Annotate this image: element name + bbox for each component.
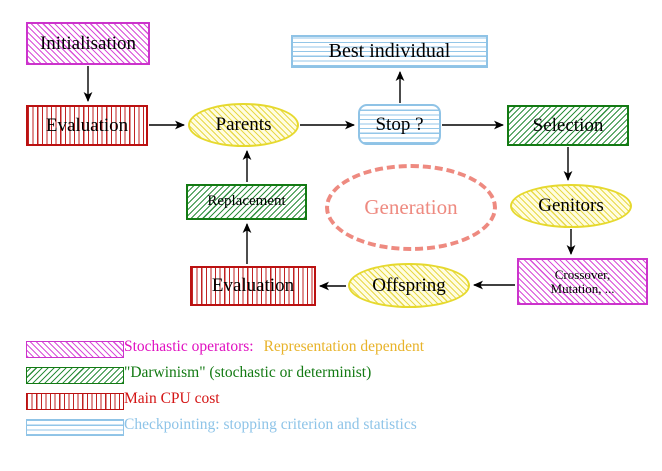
node-label: Initialisation <box>39 32 137 54</box>
node-label: Evaluation <box>211 275 295 297</box>
legend-row: Checkpointing: stopping criterion and st… <box>0 416 662 442</box>
node-generation[interactable]: Generation <box>325 164 497 251</box>
node-evaluation-top[interactable]: Evaluation <box>26 105 148 146</box>
edges <box>83 66 576 291</box>
node-parents[interactable]: Parents <box>188 103 299 147</box>
node-label: Best individual <box>328 40 451 62</box>
legend-label: "Darwinism" (stochastic or determinist) <box>124 364 371 382</box>
node-label: Crossover, Mutation, ... <box>550 266 615 296</box>
node-label: Generation <box>364 195 458 220</box>
legend-label-primary: Main CPU cost <box>124 390 220 407</box>
legend: Stochastic operators: Representation depe… <box>0 338 662 442</box>
legend-label: Stochastic operators: Representation depe… <box>124 338 424 356</box>
legend-swatch-green <box>26 367 124 384</box>
legend-row: "Darwinism" (stochastic or determinist) <box>0 364 662 390</box>
legend-label-secondary: Representation dependent <box>263 338 425 355</box>
node-label: Stop ? <box>375 113 424 135</box>
node-selection[interactable]: Selection <box>507 105 629 146</box>
legend-swatch-red <box>26 393 124 410</box>
legend-label-primary: Checkpointing: stopping criterion and st… <box>124 416 417 433</box>
node-genitors[interactable]: Genitors <box>510 184 632 228</box>
node-label: Parents <box>215 114 272 136</box>
legend-label-primary: "Darwinism" (stochastic or determinist) <box>124 364 372 381</box>
legend-label: Checkpointing: stopping criterion and st… <box>124 416 417 434</box>
legend-row: Main CPU cost <box>0 390 662 416</box>
node-label: Offspring <box>372 274 446 296</box>
legend-swatch-blue <box>26 419 124 436</box>
legend-swatch-magenta <box>26 341 124 358</box>
node-offspring[interactable]: Offspring <box>348 263 470 308</box>
node-crossover[interactable]: Crossover, Mutation, ... <box>517 258 648 305</box>
legend-label: Main CPU cost <box>124 390 220 408</box>
legend-row: Stochastic operators: Representation depe… <box>0 338 662 364</box>
legend-label-primary: Stochastic operators: <box>124 338 254 355</box>
node-evaluation-bot[interactable]: Evaluation <box>190 266 316 306</box>
node-label: Selection <box>532 114 604 136</box>
node-label: Evaluation <box>45 114 129 136</box>
node-replacement[interactable]: Replacement <box>186 184 307 220</box>
node-label: Replacement <box>207 193 286 210</box>
node-best-individual[interactable]: Best individual <box>291 35 488 68</box>
node-stop[interactable]: Stop ? <box>358 104 441 145</box>
node-label: Genitors <box>538 195 604 217</box>
node-initialisation[interactable]: Initialisation <box>26 22 150 65</box>
